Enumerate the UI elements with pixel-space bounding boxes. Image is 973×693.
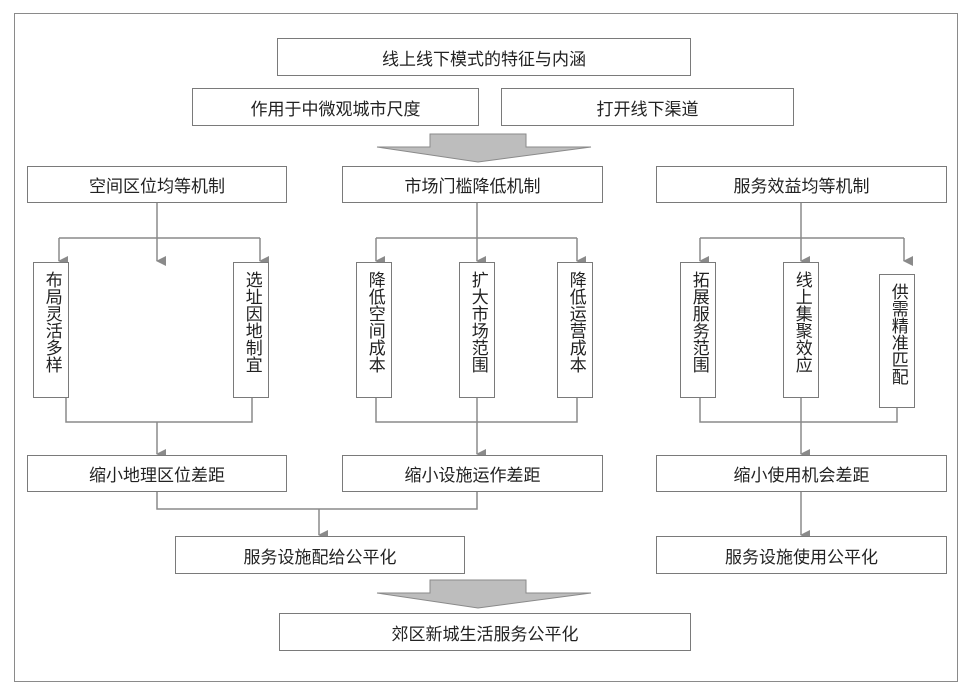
offline-channel-box: 打开线下渠道 bbox=[501, 88, 794, 126]
factor-box: 降低运营成本 bbox=[557, 262, 593, 398]
mechanism-text: 空间区位均等机制 bbox=[89, 177, 225, 197]
factor-box: 供需精准匹配 bbox=[879, 274, 915, 408]
factor-text: 降低空间成本 bbox=[364, 271, 385, 373]
factor-box: 选址因地制宜 bbox=[233, 262, 269, 398]
factor-box: 扩大市场范围 bbox=[459, 262, 495, 398]
mechanism-box-market: 市场门槛降低机制 bbox=[342, 166, 603, 203]
suburban-fairness-text: 郊区新城生活服务公平化 bbox=[391, 624, 579, 645]
mechanism-text: 服务效益均等机制 bbox=[733, 177, 870, 197]
mechanism-box-spatial: 空间区位均等机制 bbox=[27, 166, 287, 203]
usage-fairness-box: 服务设施使用公平化 bbox=[656, 536, 947, 574]
factor-text: 供需精准匹配 bbox=[887, 283, 908, 385]
result-box-service: 缩小使用机会差距 bbox=[656, 455, 947, 492]
factor-box: 线上集聚效应 bbox=[783, 262, 819, 398]
result-box-market: 缩小设施运作差距 bbox=[342, 455, 603, 492]
result-text: 缩小使用机会差距 bbox=[733, 466, 870, 486]
allocation-fairness-text: 服务设施配给公平化 bbox=[243, 547, 397, 568]
scale-text: 作用于中微观城市尺度 bbox=[250, 99, 421, 120]
factor-text: 降低运营成本 bbox=[565, 271, 586, 373]
factor-text: 布局灵活多样 bbox=[41, 271, 62, 373]
result-text: 缩小地理区位差距 bbox=[89, 466, 225, 486]
feature-title-box: 线上线下模式的特征与内涵 bbox=[277, 38, 691, 76]
big-arrow-bottom bbox=[376, 579, 592, 609]
result-box-spatial: 缩小地理区位差距 bbox=[27, 455, 287, 492]
mechanism-box-service: 服务效益均等机制 bbox=[656, 166, 947, 203]
diagram-frame bbox=[14, 13, 958, 682]
feature-title-text: 线上线下模式的特征与内涵 bbox=[382, 49, 586, 70]
factor-box: 布局灵活多样 bbox=[33, 262, 69, 398]
usage-fairness-text: 服务设施使用公平化 bbox=[725, 547, 878, 568]
allocation-fairness-box: 服务设施配给公平化 bbox=[175, 536, 465, 574]
suburban-fairness-box: 郊区新城生活服务公平化 bbox=[279, 613, 691, 651]
factor-text: 拓展服务范围 bbox=[688, 271, 709, 373]
mechanism-text: 市场门槛降低机制 bbox=[404, 177, 541, 197]
scale-box: 作用于中微观城市尺度 bbox=[192, 88, 479, 126]
factor-box: 拓展服务范围 bbox=[680, 262, 716, 398]
big-arrow-top bbox=[376, 133, 592, 163]
offline-channel-text: 打开线下渠道 bbox=[596, 99, 699, 120]
result-text: 缩小设施运作差距 bbox=[404, 466, 541, 486]
factor-text: 扩大市场范围 bbox=[467, 271, 488, 373]
factor-text: 线上集聚效应 bbox=[791, 271, 812, 373]
factor-text: 选址因地制宜 bbox=[241, 271, 262, 373]
factor-box: 降低空间成本 bbox=[356, 262, 392, 398]
